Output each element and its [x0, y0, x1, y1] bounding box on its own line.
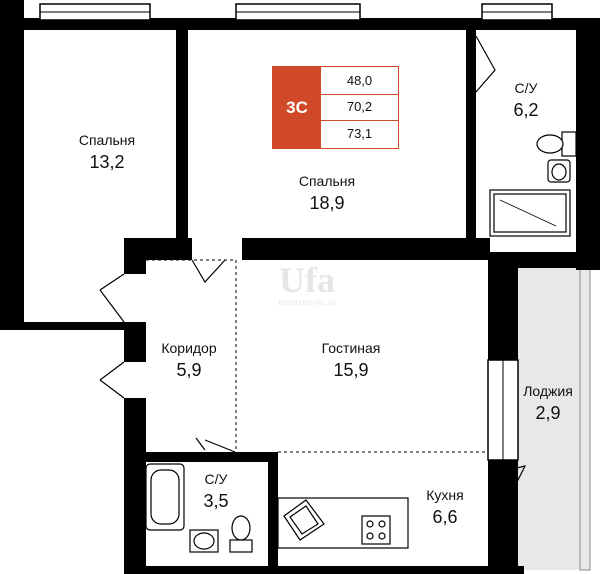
watermark-site: novostroyki.ru [278, 298, 336, 307]
room-bedroom-left: Спальня 13,2 [62, 132, 152, 173]
room-area: 18,9 [309, 193, 345, 213]
room-area: 5,9 [176, 360, 202, 380]
stove [361, 515, 391, 545]
room-area: 15,9 [333, 360, 369, 380]
doors [99, 35, 527, 501]
bathtub-bottom [145, 463, 185, 531]
room-loggia: Лоджия 2,9 [518, 383, 578, 424]
room-bathroom-top: С/У 6,2 [496, 80, 556, 121]
room-area: 13,2 [89, 152, 125, 172]
area-value-3: 73,1 [346, 125, 373, 141]
room-corridor: Коридор 5,9 [146, 340, 232, 381]
sink-top [547, 159, 571, 183]
room-name: Лоджия [523, 383, 573, 399]
bathtub-top [489, 189, 571, 237]
room-name: С/У [514, 80, 538, 96]
room-name: С/У [204, 471, 228, 487]
room-kitchen: Кухня 6,6 [410, 487, 480, 528]
room-area: 2,9 [535, 403, 561, 423]
toilet-bottom [229, 515, 253, 553]
toilet-top [536, 131, 577, 157]
room-name: Спальня [298, 173, 356, 189]
room-name: Гостиная [321, 340, 381, 356]
room-name: Спальня [78, 132, 136, 148]
room-name: Коридор [161, 340, 217, 356]
room-bathroom-bottom: С/У 3,5 [186, 471, 246, 512]
watermark-logo: Ufa [279, 260, 335, 300]
room-name: Кухня [426, 487, 464, 503]
apartment-badge: 3С 48,0 70,2 73,1 [272, 66, 399, 149]
watermark: Ufa novostroyki.ru [252, 262, 362, 312]
room-living: Гостиная 15,9 [306, 340, 396, 381]
zone-separators [146, 259, 488, 453]
room-bedroom-center: Спальня 18,9 [282, 173, 372, 214]
kitchen-sink [283, 499, 325, 541]
sink-bottom [189, 529, 219, 553]
room-area: 6,2 [513, 100, 539, 120]
area-value-2: 70,2 [321, 94, 398, 122]
room-area: 6,6 [432, 507, 458, 527]
loggia-area [518, 268, 590, 570]
apartment-code: 3С [273, 67, 321, 148]
room-area: 3,5 [203, 491, 229, 511]
area-value-1: 48,0 [321, 67, 398, 95]
